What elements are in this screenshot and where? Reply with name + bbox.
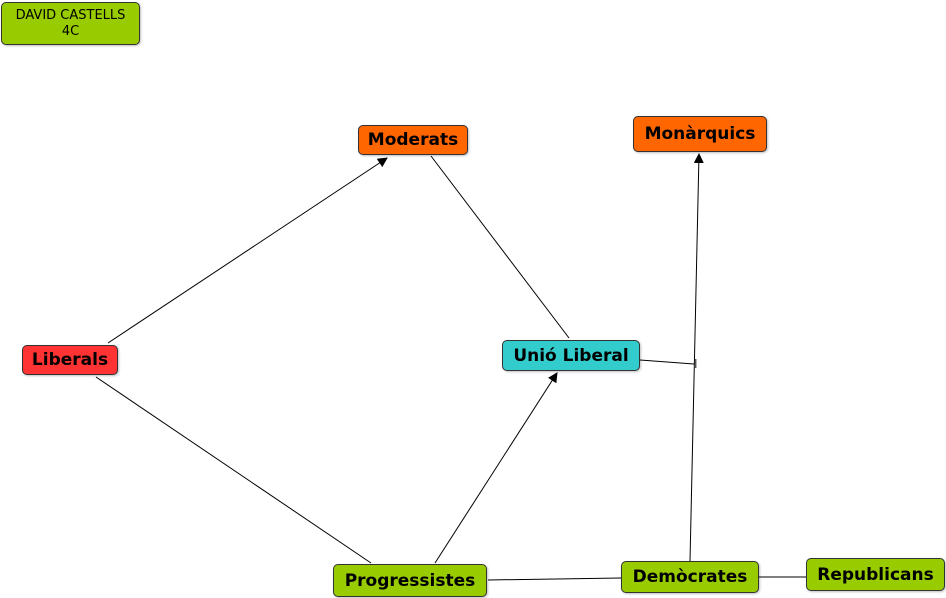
node-democrates[interactable]: Demòcrates (621, 561, 759, 593)
author-name: DAVID CASTELLS (15, 7, 126, 23)
link-democrates-monarquics (689, 153, 704, 562)
link-progressistes-democrates (487, 577, 622, 581)
author-class: 4C (61, 23, 80, 39)
link-label-i: I (694, 357, 698, 371)
link-liberals-moderats (107, 157, 388, 344)
link-liberals-progressistes (95, 376, 372, 564)
node-liberals[interactable]: Liberals (22, 345, 118, 375)
node-progressistes[interactable]: Progressistes (333, 564, 487, 597)
node-moderats[interactable]: Moderats (358, 125, 468, 155)
node-monarquics[interactable]: Monàrquics (633, 116, 767, 152)
author-box: DAVID CASTELLS 4C (1, 2, 140, 45)
node-unio-liberal[interactable]: Unió Liberal (502, 340, 640, 371)
link-moderats-unio (430, 155, 570, 339)
link-progressistes-unio (434, 372, 558, 564)
link-unio-junction (639, 359, 695, 365)
node-republicans[interactable]: Republicans (806, 558, 945, 591)
